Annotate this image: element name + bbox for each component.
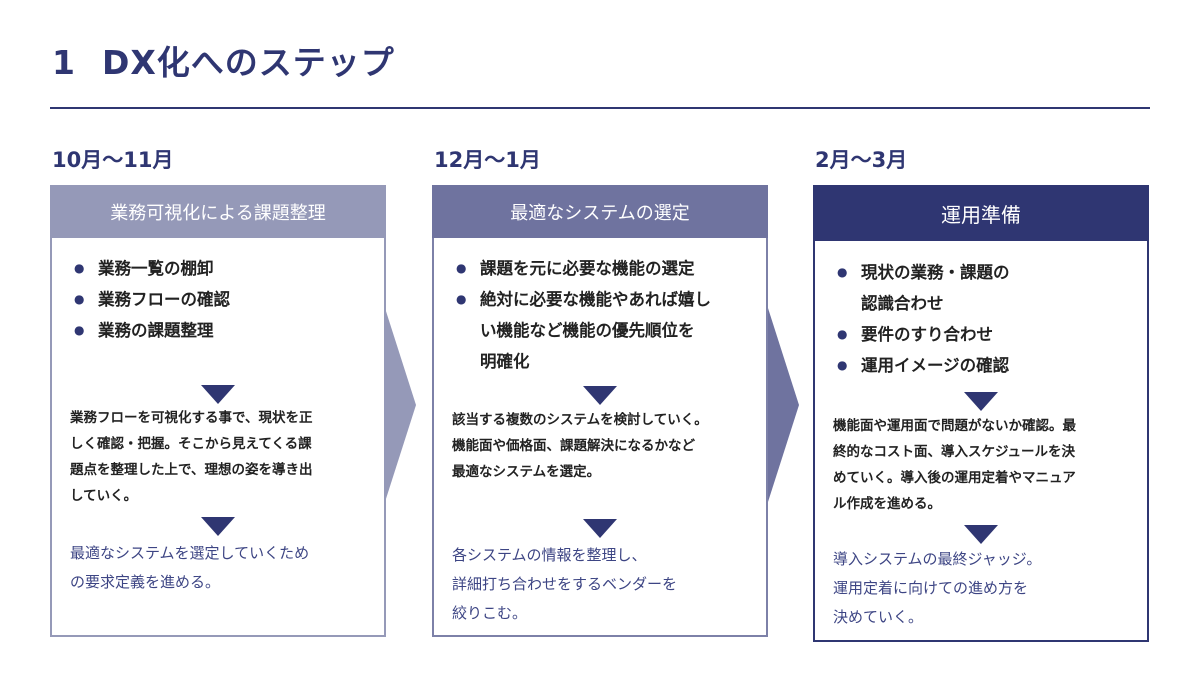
bullet-item: ●現状の業務・課題の認識合わせ <box>833 257 1135 319</box>
step-bullets: ●課題を元に必要な機能の選定●絶対に必要な機能やあれば嬉しい機能など機能の優先順… <box>452 253 754 377</box>
step-period: 10月〜11月 <box>52 148 174 172</box>
step-outcome: 各システムの情報を整理し、詳細打ち合わせをするベンダーを絞りこむ。 <box>452 546 678 622</box>
bullet-dot-icon: ● <box>74 261 85 275</box>
step-period: 12月〜1月 <box>434 148 541 172</box>
bullet-item: ●運用イメージの確認 <box>833 350 1135 381</box>
step-heading: 最適なシステムの選定 <box>432 185 768 238</box>
step-outcome: 最適なシステムを選定していくための要求定義を進める。 <box>70 544 310 591</box>
bullet-item: ●絶対に必要な機能やあれば嬉しい機能など機能の優先順位を明確化 <box>452 284 754 377</box>
down-triangle-icon <box>201 385 235 404</box>
bullet-item: ●業務フローの確認 <box>70 284 372 315</box>
step-description: 該当する複数のシステムを検討していく。機能面や価格面、課題解決になるかなど最適な… <box>452 412 708 480</box>
step-arrow-2 <box>767 305 799 505</box>
bullet-item: ●課題を元に必要な機能の選定 <box>452 253 754 284</box>
bullet-dot-icon: ● <box>456 261 467 275</box>
step-outcome: 導入システムの最終ジャッジ。運用定着に向けての進め方を決めていく。 <box>833 550 1042 626</box>
title-divider <box>50 107 1150 109</box>
step-bullets: ●業務一覧の棚卸●業務フローの確認●業務の課題整理 <box>70 253 372 346</box>
down-triangle-icon <box>583 519 617 538</box>
bullet-dot-icon: ● <box>74 292 85 306</box>
step-card-2: 最適なシステムの選定 ●課題を元に必要な機能の選定●絶対に必要な機能やあれば嬉しい… <box>432 185 768 637</box>
bullet-dot-icon: ● <box>456 292 467 306</box>
step-arrow-1 <box>384 305 416 505</box>
bullet-dot-icon: ● <box>837 327 848 341</box>
step-card-1: 業務可視化による課題整理●業務一覧の棚卸●業務フローの確認●業務の課題整理業務フ… <box>50 185 386 637</box>
down-triangle-icon <box>583 386 617 405</box>
down-triangle-icon <box>964 392 998 411</box>
step-period: 2月〜3月 <box>815 148 908 172</box>
step-description: 業務フローを可視化する事で、現状を正しく確認・把握。そこから見えてくる課題点を整… <box>70 410 313 504</box>
bullet-dot-icon: ● <box>837 358 848 372</box>
down-triangle-icon <box>964 525 998 544</box>
step-description: 機能面や運用面で問題がないか確認。最終的なコスト面、導入スケジュールを決めていく… <box>833 418 1076 512</box>
step-card-3: 運用準備 ●現状の業務・課題の認識合わせ●要件のすり合わせ●運用イメージの確認機能… <box>813 185 1149 642</box>
step-bullets: ●現状の業務・課題の認識合わせ●要件のすり合わせ●運用イメージの確認 <box>833 257 1135 381</box>
bullet-item: ●要件のすり合わせ <box>833 319 1135 350</box>
bullet-dot-icon: ● <box>74 323 85 337</box>
step-heading: 業務可視化による課題整理 <box>50 185 386 238</box>
step-heading: 運用準備 <box>813 185 1149 241</box>
bullet-item: ●業務の課題整理 <box>70 315 372 346</box>
down-triangle-icon <box>201 517 235 536</box>
bullet-dot-icon: ● <box>837 265 848 279</box>
bullet-item: ●業務一覧の棚卸 <box>70 253 372 284</box>
